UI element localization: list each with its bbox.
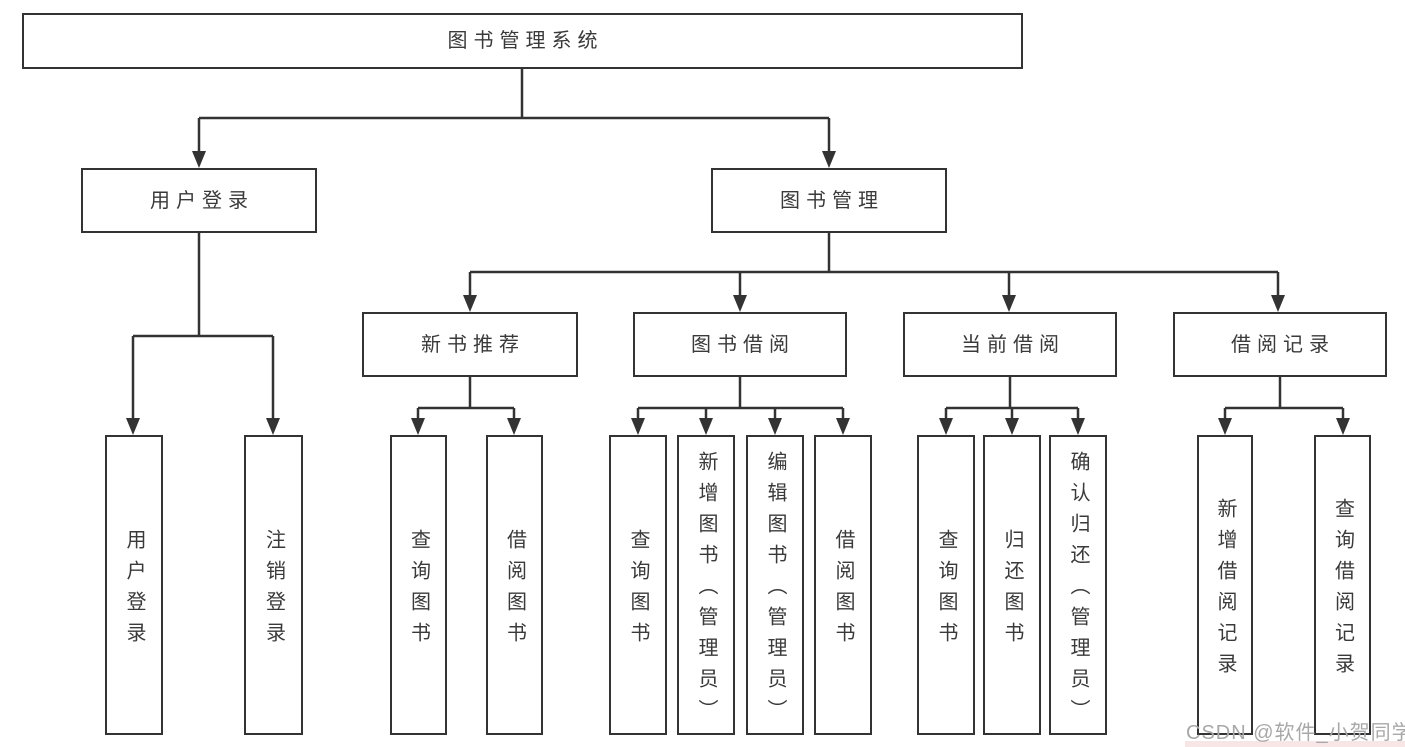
node-new-book-recommendation: 新书推荐 <box>362 312 578 377</box>
arrowhead-icons <box>126 151 1350 435</box>
leaf-cb-return-books: 归还图书 <box>983 435 1041 735</box>
leaf-logout: 注销登录 <box>244 435 303 735</box>
node-book-management: 图书管理 <box>711 168 947 233</box>
watermark-strip <box>1185 741 1405 747</box>
leaf-bb-edit-books-admin: 编辑图书（管理员） <box>746 435 804 735</box>
leaf-bb-query-books: 查询图书 <box>609 435 667 735</box>
node-current-borrowing: 当前借阅 <box>903 312 1117 377</box>
leaf-nbr-borrow-books: 借阅图书 <box>486 435 543 735</box>
watermark: CSDN @软件_小贺同学 <box>1186 722 1405 744</box>
leaf-nbr-query-books: 查询图书 <box>390 435 447 735</box>
leaf-bb-borrow-books: 借阅图书 <box>814 435 872 735</box>
leaf-br-query-borrow-record: 查询借阅记录 <box>1314 435 1371 735</box>
node-borrowing-records: 借阅记录 <box>1173 312 1387 377</box>
leaf-user-login: 用户登录 <box>105 435 163 735</box>
node-book-borrowing: 图书借阅 <box>633 312 847 377</box>
connector-segments <box>131 69 1345 419</box>
node-library-management-system: 图书管理系统 <box>22 13 1023 69</box>
leaf-cb-query-books: 查询图书 <box>917 435 975 735</box>
leaf-bb-add-books-admin: 新增图书（管理员） <box>677 435 735 735</box>
node-user-login: 用户登录 <box>81 168 317 233</box>
leaf-br-add-borrow-record: 新增借阅记录 <box>1197 435 1253 735</box>
leaf-cb-confirm-return-admin: 确认归还（管理员） <box>1049 435 1107 735</box>
